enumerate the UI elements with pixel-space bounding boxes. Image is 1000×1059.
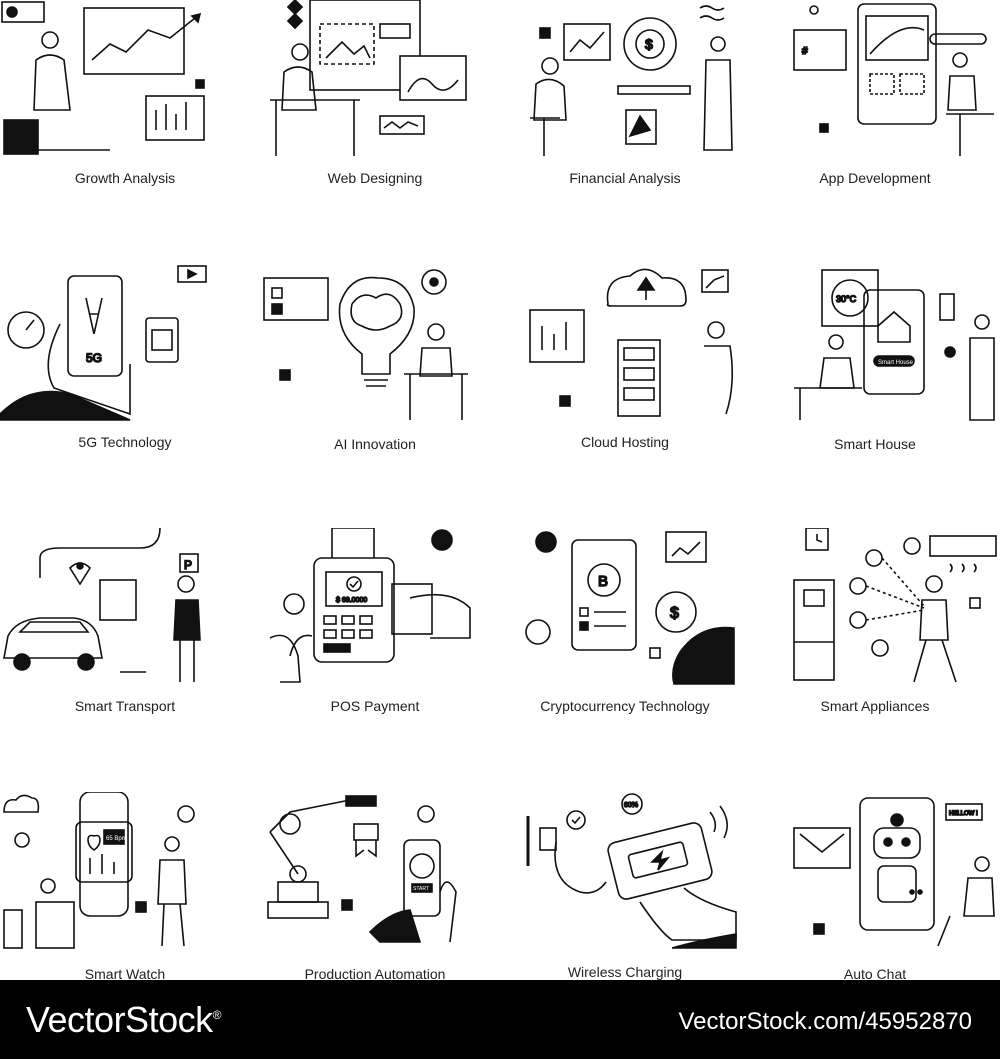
illustration-label: POS Payment <box>330 698 420 714</box>
illustration-label: Wireless Charging <box>567 964 683 980</box>
svg-text:B: B <box>598 573 608 590</box>
financial-chart-icon: $ <box>530 5 733 156</box>
chatbot-icon: HELLOW ! <box>793 797 995 947</box>
pos-terminal-icon: $ 69.0000 <box>269 528 471 683</box>
chat-bubble-text: HELLOW ! <box>949 811 978 817</box>
app-development-icon: # <box>793 3 994 156</box>
wireless-charging-icon: 60% <box>526 793 737 949</box>
smart-car-icon: P <box>3 528 201 682</box>
cloud-server-icon <box>529 268 734 417</box>
illustration-label: Auto Chat <box>843 966 907 982</box>
illustration-label: Web Designing <box>327 170 423 186</box>
pos-amount-text: $ 69.0000 <box>336 597 367 604</box>
illustration-label: Cloud Hosting <box>581 434 669 450</box>
illustration-label: Financial Analysis <box>569 170 681 186</box>
5g-phone-icon: 5G <box>0 265 207 421</box>
svg-text:#: # <box>802 46 808 57</box>
smart-watch-icon: 65 Bpm <box>3 792 195 949</box>
illustration-label: App Development <box>819 170 931 186</box>
illustration-label: Smart Transport <box>74 698 176 714</box>
brand-name: VectorStock <box>26 999 213 1040</box>
smart-house-icon: 30°C Smart House <box>794 269 995 421</box>
robot-arm-icon: START <box>267 795 457 943</box>
battery-percent-text: 60% <box>624 802 638 809</box>
smart-home-button-text: Smart House <box>878 360 914 366</box>
svg-text:$: $ <box>645 36 653 52</box>
illustration-label: Cryptocurrency Technology <box>540 698 710 714</box>
watermark-footer: VectorStock® VectorStock.com/45952870 <box>0 980 1000 1059</box>
illustration-label: AI Innovation <box>334 436 416 452</box>
svg-text:$: $ <box>670 605 679 622</box>
five-g-text: 5G <box>86 351 102 365</box>
web-design-icon <box>270 0 467 156</box>
illustration-label: Growth Analysis <box>74 170 176 186</box>
registered-mark: ® <box>212 1008 222 1022</box>
start-button-text: START <box>413 886 429 892</box>
illustration-grid: Growth Analysis Web Designing $ <box>0 0 997 982</box>
smart-appliances-icon <box>793 528 997 683</box>
illustration-label: Smart Appliances <box>820 698 930 714</box>
parking-sign-text: P <box>184 558 192 572</box>
crypto-coin-icon: B $ <box>525 531 735 685</box>
brand-logo: VectorStock® <box>26 999 221 1041</box>
image-id: VectorStock.com/45952870 <box>678 1008 972 1035</box>
growth-chart-icon <box>1 1 205 155</box>
thermostat-text: 30°C <box>836 294 857 304</box>
illustration-label: Production Automation <box>304 966 446 982</box>
ai-brain-bulb-icon <box>263 269 468 420</box>
illustration-label: 5G Technology <box>78 434 172 450</box>
illustration-label: Smart Watch <box>84 966 166 982</box>
watch-bpm-text: 65 Bpm <box>106 836 127 842</box>
illustration-label: Smart House <box>834 436 916 452</box>
